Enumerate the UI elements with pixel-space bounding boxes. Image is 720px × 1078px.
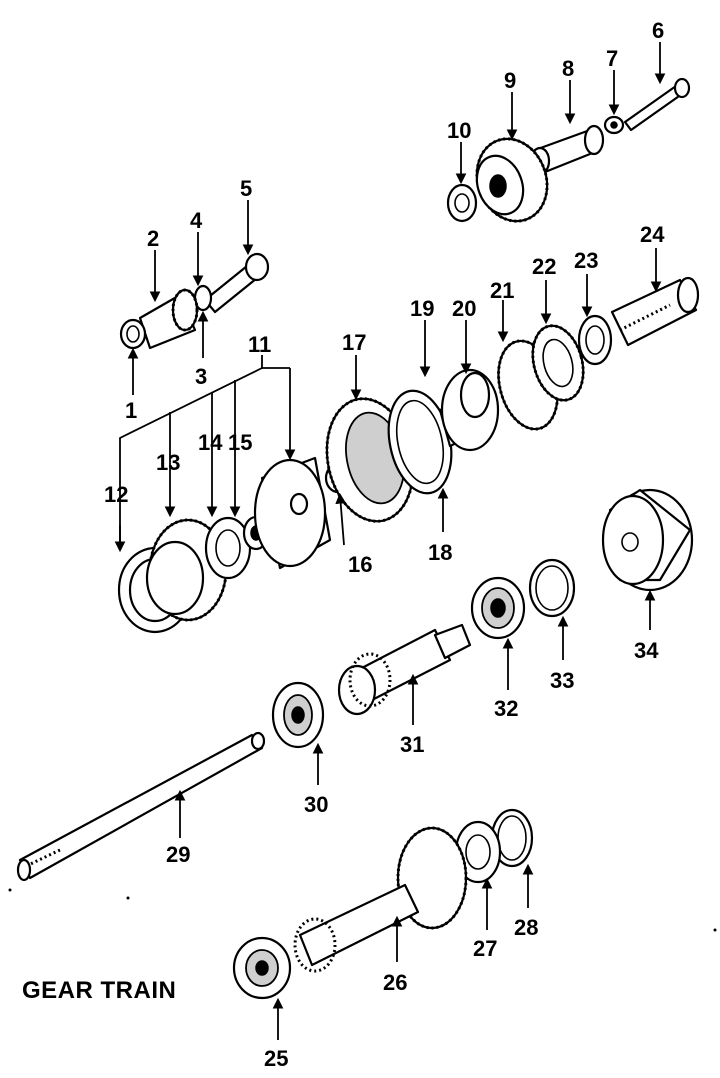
leader-lines <box>114 42 666 1040</box>
callout-9: 9 <box>504 68 516 93</box>
part-32-bearing <box>470 576 526 640</box>
part-7-washer <box>603 115 625 135</box>
speck <box>8 888 12 892</box>
callout-29: 29 <box>166 842 190 867</box>
callout-27: 27 <box>473 936 497 961</box>
callout-10: 10 <box>447 118 471 143</box>
callout-34: 34 <box>634 638 659 663</box>
callout-21: 21 <box>490 278 514 303</box>
callout-33: 33 <box>550 668 574 693</box>
callout-6: 6 <box>652 18 664 43</box>
part-5-shaft <box>203 252 270 314</box>
part-14-sleeve <box>204 516 252 580</box>
part-31-input-shaft <box>337 623 472 716</box>
callout-25: 25 <box>264 1046 288 1071</box>
part-2-gear <box>138 288 199 350</box>
part-25-bearing <box>232 936 292 1000</box>
part-22-gear <box>531 324 585 402</box>
callout-5: 5 <box>240 176 252 201</box>
part-9-idler-gear <box>475 137 549 223</box>
callout-31: 31 <box>400 732 424 757</box>
part-26-countershaft <box>293 826 468 973</box>
callout-24-top: 24 <box>640 222 665 247</box>
diagram-title: GEAR TRAIN <box>22 977 176 1004</box>
callout-4: 4 <box>190 208 203 233</box>
callout-20: 20 <box>452 296 476 321</box>
speck <box>713 928 717 932</box>
part-11-hub <box>253 456 332 570</box>
part-1-ring <box>119 318 147 350</box>
callout-28: 28 <box>514 915 538 940</box>
callout-17: 17 <box>342 330 366 355</box>
callout-26: 26 <box>383 970 407 995</box>
callout-1: 1 <box>125 398 137 423</box>
callout-7: 7 <box>606 46 618 71</box>
callout-32: 32 <box>494 696 518 721</box>
callout-18: 18 <box>428 540 452 565</box>
callout-13: 13 <box>156 450 180 475</box>
part-34-drum <box>601 488 694 592</box>
callout-16: 16 <box>348 552 372 577</box>
callout-12: 12 <box>104 482 128 507</box>
part-10-thrust-washer <box>446 183 478 223</box>
callout-22: 22 <box>532 254 556 279</box>
callout-23: 23 <box>574 248 598 273</box>
callout-2: 2 <box>147 226 159 251</box>
part-24-mainshaft <box>610 276 700 347</box>
part-33-snap-ring <box>528 558 576 618</box>
part-30-bearing <box>271 681 325 749</box>
callout-30: 30 <box>304 792 328 817</box>
callout-8: 8 <box>562 56 574 81</box>
part-20-washer <box>459 371 491 419</box>
callout-15: 15 <box>228 430 252 455</box>
callout-14: 14 <box>198 430 223 455</box>
callout-11: 11 <box>248 332 271 357</box>
part-29-output-shaft <box>16 731 266 882</box>
callout-3: 3 <box>195 364 207 389</box>
callout-19: 19 <box>410 296 434 321</box>
part-6-bolt <box>623 77 691 132</box>
speck <box>126 896 130 900</box>
part-23-bearing-race <box>577 314 613 366</box>
callout-labels: 6 7 8 9 10 5 4 2 3 1 11 12 13 14 15 16 1… <box>104 18 665 1071</box>
